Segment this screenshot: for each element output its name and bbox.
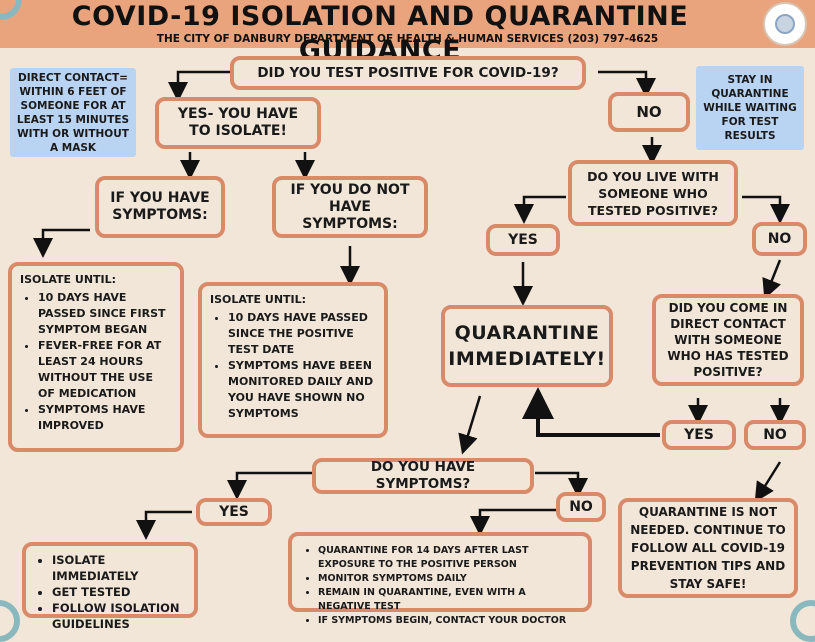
arrow-symptoms-to-yes — [227, 471, 312, 500]
arrow-contactno-to-notneeded — [754, 461, 782, 503]
contact-no-node: NO — [744, 420, 806, 450]
list-item: REMAIN IN QUARANTINE, EVEN WITH A NEGATI… — [318, 586, 580, 614]
list-item: QUARANTINE FOR 14 DAYS AFTER LAST EXPOSU… — [318, 544, 580, 572]
symptoms-no-actions: QUARANTINE FOR 14 DAYS AFTER LAST EXPOSU… — [288, 532, 592, 626]
list-item: MONITOR SYMPTOMS DAILY — [318, 572, 580, 586]
isolate-no-symptoms-list: ISOLATE UNTIL: 10 DAYS HAVE PASSED SINCE… — [198, 282, 388, 438]
arrow-liveno-to-contact — [762, 259, 782, 300]
live-with-positive-question: DO YOU LIVE WITH SOMEONE WHO TESTED POSI… — [568, 160, 738, 226]
header-banner — [0, 0, 815, 48]
list-item: ISOLATE IMMEDIATELY — [52, 552, 186, 584]
arrow-live-to-yes — [514, 195, 566, 224]
symptoms-yes-actions: ISOLATE IMMEDIATELY GET TESTED FOLLOW IS… — [22, 542, 198, 631]
isolate-heading: ISOLATE UNTIL: — [210, 293, 307, 306]
contact-yes-node: YES — [662, 420, 736, 450]
flowchart-canvas: COVID-19 ISOLATION AND QUARANTINE GUIDAN… — [0, 0, 815, 626]
arrow-symyes-to-list — [136, 510, 192, 540]
symptoms-yes-node: YES — [196, 498, 272, 526]
live-no-node: NO — [752, 222, 807, 256]
symptoms-no-node: NO — [556, 492, 606, 522]
have-symptoms-question: DO YOU HAVE SYMPTOMS? — [312, 458, 534, 494]
list-item: SYMPTOMS HAVE BEEN MONITORED DAILY AND Y… — [228, 358, 376, 422]
list-item: 10 DAYS HAVE PASSED SINCE FIRST SYMPTOM … — [38, 290, 172, 338]
quarantine-immediately-node: QUARANTINE IMMEDIATELY! — [441, 305, 613, 387]
arrow-top-to-no — [598, 70, 656, 98]
arrow-symno-to-list — [470, 508, 558, 536]
list-item: FEVER-FREE FOR AT LEAST 24 HOURS WITHOUT… — [38, 338, 172, 402]
list-item: FOLLOW ISOLATION GUIDELINES — [52, 600, 186, 632]
connector-arrows — [33, 70, 790, 540]
list-item: IF SYMPTOMS BEGIN, CONTACT YOUR DOCTOR — [318, 614, 580, 628]
direct-contact-note: DIRECT CONTACT= WITHIN 6 FEET OF SOMEONE… — [10, 68, 136, 157]
arrow-quarantine-to-symptoms — [458, 395, 482, 455]
quarantine-not-needed-node: QUARANTINE IS NOT NEEDED. CONTINUE TO FO… — [618, 498, 798, 598]
no-positive-node: NO — [608, 92, 690, 132]
arrow-symptoms-to-list — [33, 228, 90, 258]
city-seal-logo — [763, 2, 807, 46]
live-yes-node: YES — [486, 224, 560, 256]
page-subtitle: THE CITY OF DANBURY DEPARTMENT OF HEALTH… — [156, 33, 659, 45]
list-item: GET TESTED — [52, 584, 186, 600]
isolate-with-symptoms-list: ISOLATE UNTIL: 10 DAYS HAVE PASSED SINCE… — [8, 262, 184, 452]
arrow-live-to-no — [742, 195, 790, 224]
tested-positive-question: DID YOU TEST POSITIVE FOR COVID-19? — [230, 56, 586, 90]
waiting-results-note: STAY IN QUARANTINE WHILE WAITING FOR TES… — [696, 66, 804, 150]
arrow-contactyes-to-quarantine — [522, 387, 660, 437]
yes-isolate-node: YES- YOU HAVE TO ISOLATE! — [155, 97, 321, 149]
arrow-top-to-yes — [168, 70, 230, 102]
arrow-symptoms-to-no — [535, 471, 588, 498]
direct-contact-question: DID YOU COME IN DIRECT CONTACT WITH SOME… — [652, 294, 804, 386]
list-item: SYMPTOMS HAVE IMPROVED — [38, 402, 172, 434]
if-no-symptoms-node: IF YOU DO NOT HAVE SYMPTOMS: — [272, 176, 428, 238]
isolate-heading: ISOLATE UNTIL: — [20, 273, 117, 286]
list-item: 10 DAYS HAVE PASSED SINCE THE POSITIVE T… — [228, 310, 376, 358]
if-symptoms-node: IF YOU HAVE SYMPTOMS: — [95, 176, 225, 238]
page-title: COVID-19 ISOLATION AND QUARANTINE GUIDAN… — [71, 1, 689, 66]
